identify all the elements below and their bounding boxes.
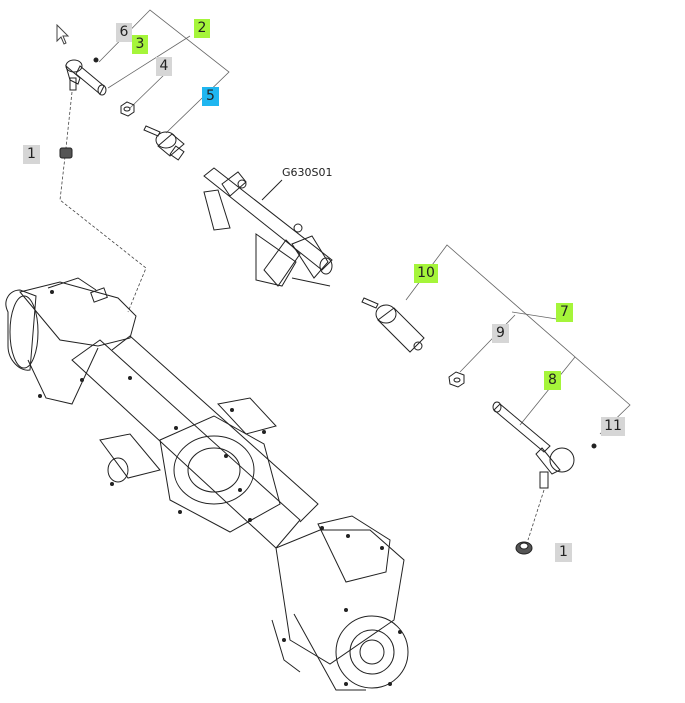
callout-11[interactable]: 11 — [601, 417, 625, 436]
bushing-left — [59, 147, 73, 159]
dashed-leaders — [59, 91, 545, 541]
mouse-cursor-icon — [56, 24, 70, 45]
tie-rod-end-left — [65, 57, 107, 96]
tie-rod-end-right — [492, 401, 597, 489]
callout-7[interactable]: 7 — [556, 303, 573, 322]
callout-10[interactable]: 10 — [414, 264, 438, 283]
callout-6[interactable]: 6 — [116, 23, 132, 42]
drawing-code: G630S01 — [282, 166, 333, 179]
callout-8[interactable]: 8 — [544, 371, 561, 390]
callout-4[interactable]: 4 — [156, 57, 172, 76]
nut-part-9 — [448, 371, 465, 388]
callout-1-right[interactable]: 1 — [555, 543, 572, 562]
bushing-right — [515, 541, 533, 555]
inner-tie-rod-5 — [143, 125, 185, 161]
callout-3[interactable]: 3 — [132, 35, 148, 54]
axle-housing — [5, 277, 409, 691]
callout-5[interactable]: 5 — [202, 87, 219, 106]
callout-9[interactable]: 9 — [492, 324, 509, 343]
callout-1-left[interactable]: 1 — [23, 145, 40, 164]
inner-tie-rod-10 — [361, 297, 425, 353]
callout-2[interactable]: 2 — [194, 19, 210, 38]
steering-cylinder — [203, 167, 333, 287]
nut-part-4 — [120, 101, 135, 117]
